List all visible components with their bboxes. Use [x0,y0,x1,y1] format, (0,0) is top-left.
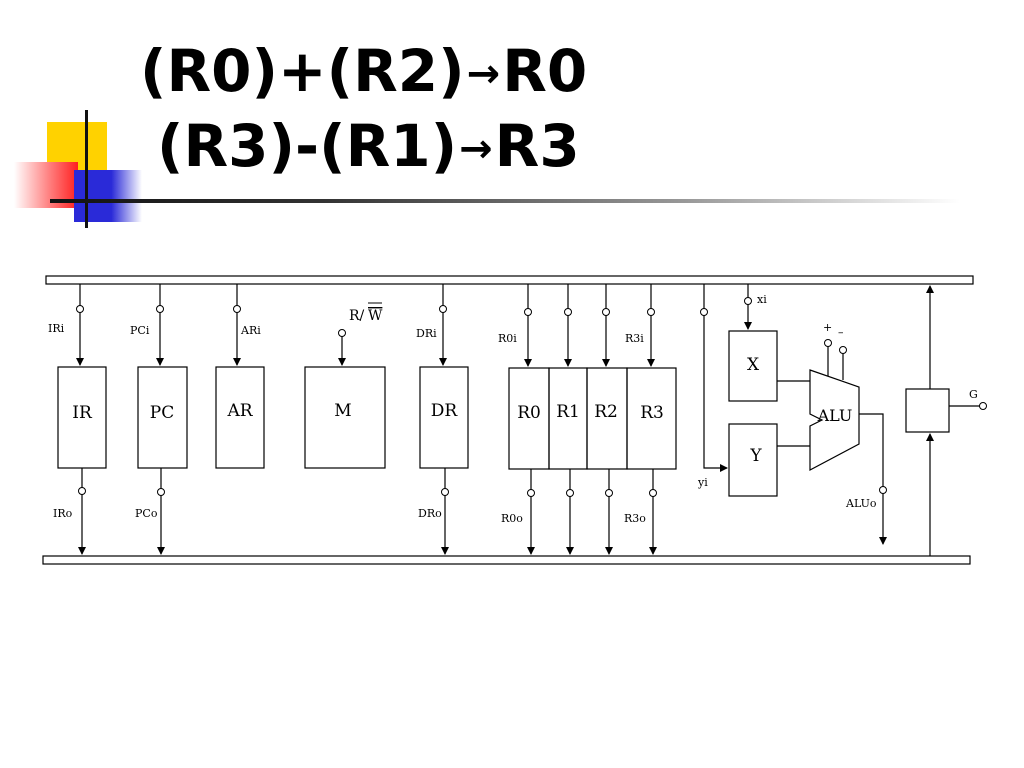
g-label: G [969,388,978,401]
r3-block [626,367,677,470]
title-line-1: (R0)+(R2)→R0 [140,42,587,100]
decor-horizontal-line [50,199,960,203]
iri-label: IRi [48,322,65,335]
title-1-target: R0 [502,37,588,105]
dri-label: DRi [416,327,437,340]
title-line-2: (R3)-(R1)→R3 [157,117,580,175]
alu-minus-label: – [838,326,844,339]
aluo-label: ALUo [845,497,877,510]
alu-plus-label: + [823,321,832,334]
y-block [728,423,778,497]
alu-label: ALU [817,406,853,425]
alu-unit [809,369,860,471]
ar-label: AR [226,401,253,421]
m-label: M [334,401,351,421]
g-gate-block [905,388,950,433]
r1-label: R1 [556,402,580,422]
r3-label: R3 [640,403,664,423]
ar-block [215,366,265,469]
rw-r-label: R/ [349,308,365,324]
title-1-expression: (R0)+(R2) [140,37,465,105]
x-block [728,330,778,402]
dro-label: DRo [418,507,442,520]
bottom-bus [42,555,971,565]
pci-label: PCi [130,324,150,337]
r3i-label: R3i [625,332,644,345]
pco-label: PCo [135,507,158,520]
ir-label: IR [72,403,93,423]
ari-label: ARi [240,324,261,337]
decor-vertical-line [85,110,88,228]
r2-label: R2 [594,402,618,422]
r0o-label: R0o [501,512,523,525]
dr-label: DR [431,401,459,421]
yi-label: yi [697,476,708,489]
y-label: Y [749,446,762,466]
iro-label: IRo [53,507,73,520]
rw-w-label: W [368,308,383,324]
m-block [304,366,386,469]
pc-label: PC [150,403,174,423]
title-2-arrow: → [459,126,493,172]
r0i-label: R0i [498,332,517,345]
r3o-label: R3o [624,512,646,525]
title-2-target: R3 [494,112,580,180]
title-2-expression: (R3)-(R1) [157,112,458,180]
x-label: X [747,355,760,375]
pc-block [137,366,188,469]
xi-label: xi [757,293,767,306]
r0-label: R0 [517,403,541,423]
top-bus [45,275,974,285]
dr-block [419,366,469,469]
title-1-arrow: → [466,51,501,97]
